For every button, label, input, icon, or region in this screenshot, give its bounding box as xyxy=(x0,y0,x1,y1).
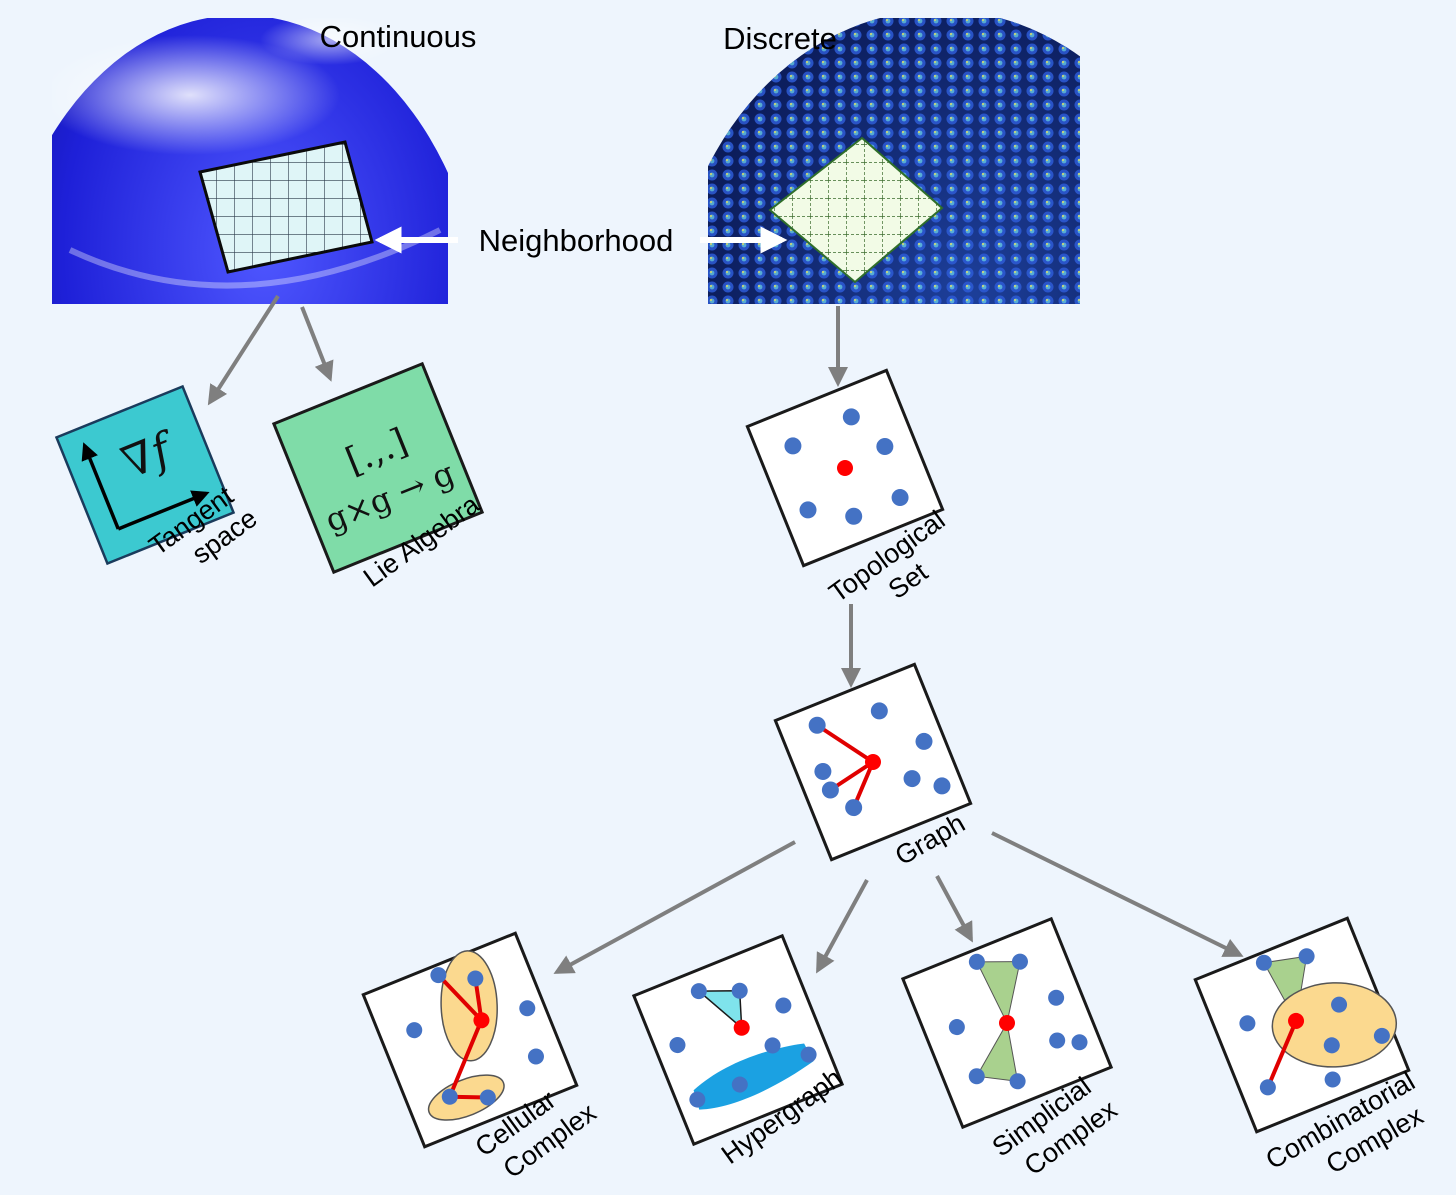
discrete-neighborhood-patch xyxy=(768,136,944,284)
arrow-to-tangent xyxy=(207,294,280,406)
continuous-heading: Continuous xyxy=(320,19,477,54)
connector-arrows xyxy=(207,294,1244,974)
tangent-space-tile: ∇f xyxy=(54,384,236,566)
arrow-to-combinatorial xyxy=(991,831,1244,957)
arrow-to-simplicial xyxy=(935,875,973,943)
arrow-to-hypergraph xyxy=(816,879,869,974)
cellular-complex-tile xyxy=(361,931,579,1149)
continuous-neighborhood-patch xyxy=(198,140,374,274)
simplicial-complex-tile xyxy=(900,916,1114,1130)
graph-tile xyxy=(773,662,973,862)
discrete-sphere-image xyxy=(708,18,1080,304)
hypergraph-tile xyxy=(631,933,845,1147)
arrow-to-cellular xyxy=(553,840,796,974)
discrete-heading: Discrete xyxy=(723,21,837,56)
neighborhood-label: Neighborhood xyxy=(479,223,674,258)
topological-set-tile xyxy=(745,368,945,568)
arrow-to-lie xyxy=(300,306,334,382)
lie-algebra-tile: [.,.] g×g → g xyxy=(271,361,485,575)
combinatorial-complex-tile xyxy=(1193,916,1411,1134)
